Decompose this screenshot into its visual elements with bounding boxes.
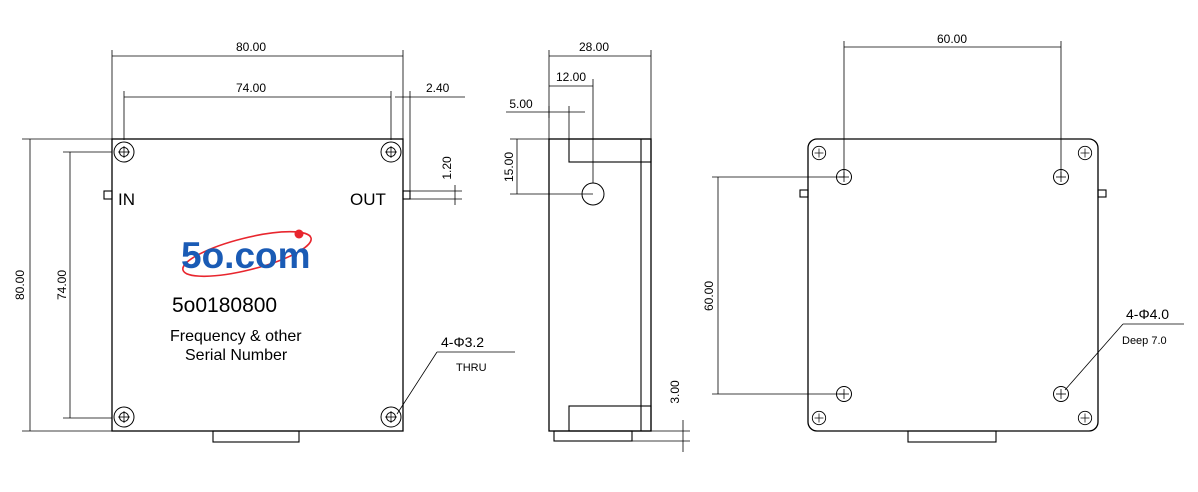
dim-front-hole-pitch-vertical: 74.00: [55, 270, 69, 300]
back-right-tab: [1097, 189, 1107, 198]
side-top-step: [568, 138, 652, 163]
model-number: 5o0180800: [172, 294, 277, 317]
serial-number-label: Serial Number: [185, 347, 288, 364]
front-bottom-connector: [212, 430, 300, 443]
dim-side-connector-height: 15.00: [502, 152, 516, 182]
port-in-tab: [103, 190, 113, 200]
mount-hole-icon: [380, 406, 402, 428]
company-logo: 5o.com: [181, 229, 312, 278]
back-housing: [807, 138, 1099, 432]
front-hole-callout: 4-Φ3.2: [441, 334, 484, 350]
side-view: 28.00 12.00 5.00 15.00 3.00: [502, 40, 690, 452]
dim-side-connector-offset: 12.00: [556, 70, 586, 84]
corner-hole-icon: [811, 145, 827, 161]
logo-dot-icon: [294, 229, 304, 239]
dim-front-width: 80.00: [236, 40, 266, 54]
back-hole-callout: 4-Φ4.0: [1126, 306, 1169, 322]
dim-side-base-offset: 3.00: [668, 380, 682, 404]
dim-back-hole-pitch-vertical: 60.00: [702, 281, 716, 311]
mount-hole-icon: [380, 141, 402, 163]
back-view: 60.00 60.00 4-Φ4.0 Deep 7.0: [702, 32, 1184, 443]
port-out-label: OUT: [350, 190, 386, 209]
dim-front-port-offset: 1.20: [440, 156, 454, 180]
dim-side-small-offset: 5.00: [509, 97, 533, 111]
back-left-tab: [799, 189, 809, 198]
side-bottom-connector: [553, 430, 633, 442]
logo-orbit: [182, 230, 312, 278]
back-bottom-connector: [907, 430, 997, 443]
frequency-label: Frequency & other: [170, 328, 302, 345]
front-hole-note: THRU: [456, 362, 487, 374]
dim-front-height: 80.00: [13, 270, 27, 300]
port-in-label: IN: [118, 190, 135, 209]
mount-hole-icon: [113, 141, 135, 163]
mount-hole-icon: [113, 406, 135, 428]
port-out-tab: [402, 190, 411, 200]
front-view: 80.00 74.00 2.40 1.20 80.00 74.00 IN OUT…: [13, 40, 515, 443]
front-housing: [111, 138, 404, 432]
corner-hole-icon: [1077, 145, 1093, 161]
side-housing: [548, 138, 652, 432]
logo-text: 5o.com: [181, 235, 311, 276]
dim-front-hole-pitch: 74.00: [236, 81, 266, 95]
dim-side-depth: 28.00: [579, 40, 609, 54]
dim-front-side-offset: 2.40: [426, 81, 450, 95]
back-hole-note: Deep 7.0: [1122, 335, 1167, 347]
corner-hole-icon: [811, 410, 827, 426]
dim-back-hole-pitch: 60.00: [937, 32, 967, 46]
corner-hole-icon: [1077, 410, 1093, 426]
